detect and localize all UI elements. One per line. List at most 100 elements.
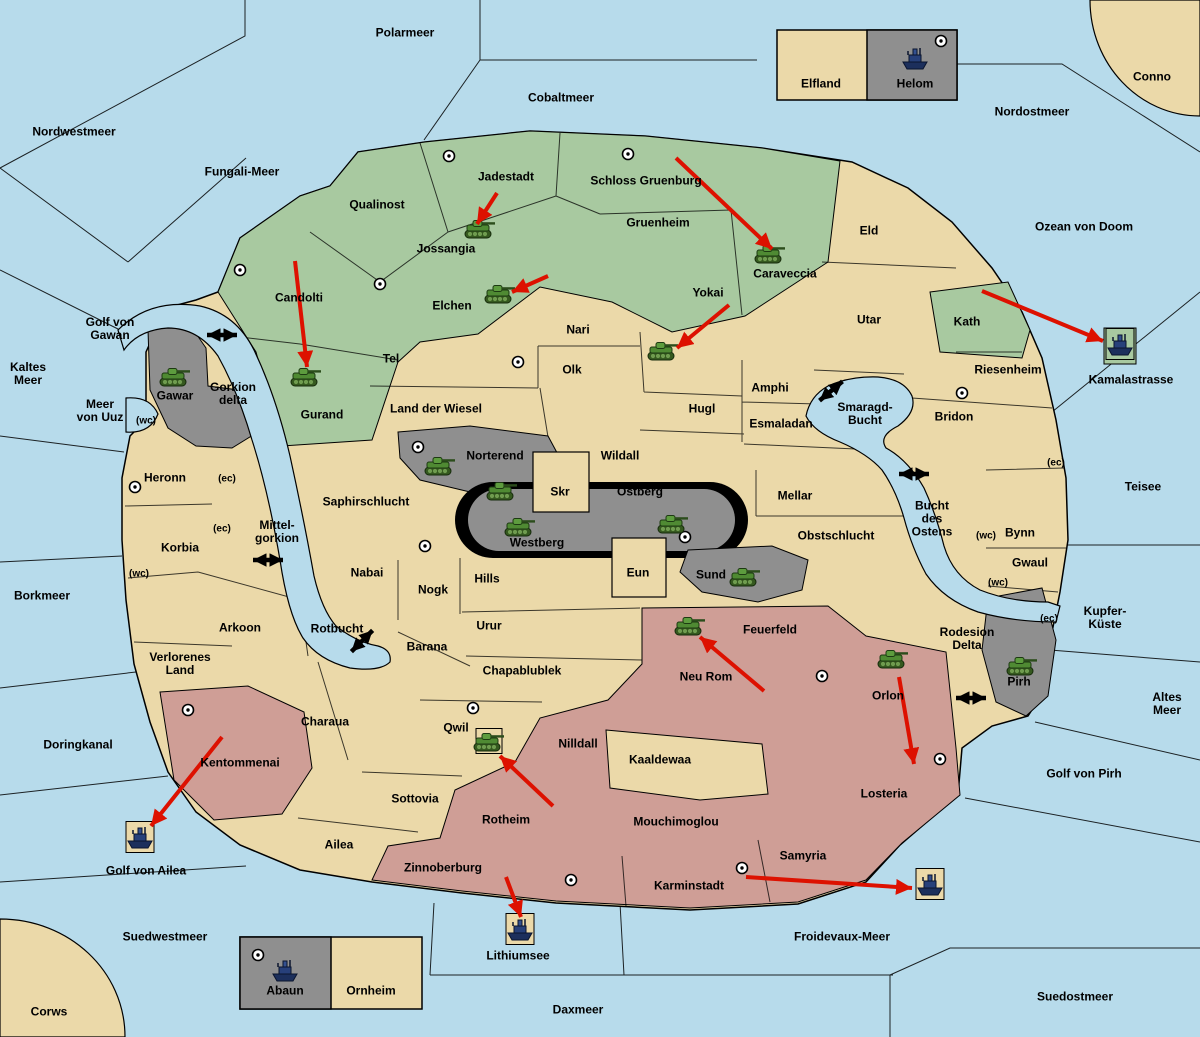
territory-label-chapablublek[interactable]: Chapablublek [482,663,562,678]
territory-label-gwaul[interactable]: Gwaul [1011,555,1049,570]
territory-label-kaaldewaa[interactable]: Kaaldewaa [628,752,692,767]
territory-label-korbia[interactable]: Korbia [160,540,200,555]
territory-label-schloss-gruenburg[interactable]: Schloss Gruenburg [590,173,702,188]
territory-label-land-der-wiesel[interactable]: Land der Wiesel [390,401,482,416]
ship-unit[interactable] [915,868,945,900]
territory-label-skr[interactable]: Skr [550,484,570,499]
sea-region-label-mittel-gorkion[interactable]: Mittel- gorkion [255,518,299,545]
territory-label-olk[interactable]: Olk [562,362,582,377]
territory-label-orlon[interactable]: Orlon [872,688,904,703]
territory-label-eun[interactable]: Eun [626,565,650,580]
sea-region-label-borkmeer[interactable]: Borkmeer [13,588,71,603]
ship-unit[interactable] [505,913,535,945]
sea-region-label-corws[interactable]: Corws [30,1004,68,1019]
territory-label-heronn[interactable]: Heronn [144,470,186,485]
territory-kaaldewaa-shape[interactable] [605,729,769,801]
territory-label-nari[interactable]: Nari [566,322,590,337]
territory-label-kath[interactable]: Kath [953,314,981,329]
territory-label-caraveccia[interactable]: Caraveccia [753,266,817,281]
territory-label-jadestadt[interactable]: Jadestadt [477,169,535,184]
sea-region-label-cobaltmeer[interactable]: Cobaltmeer [527,90,595,105]
sea-region-label-gorkion-delta[interactable]: Gorkion delta [209,380,257,407]
territory-label-zinnoberburg[interactable]: Zinnoberburg [404,860,482,875]
ship-unit[interactable] [1105,328,1135,360]
territory-label-gruenheim[interactable]: Gruenheim [626,215,690,230]
sea-region-label-golf-von-pirh[interactable]: Golf von Pirh [1046,766,1122,781]
territory-label-samyria[interactable]: Samyria [779,848,827,863]
territory-label-mouchimoglou[interactable]: Mouchimoglou [633,814,719,829]
territory-label-arkoon[interactable]: Arkoon [219,620,261,635]
territory-label-candolti[interactable]: Candolti [275,290,323,305]
sea-region-label-nordwestmeer[interactable]: Nordwestmeer [32,124,116,139]
sea-region-label-teisee[interactable]: Teisee [1124,479,1162,494]
territory-label-tel[interactable]: Tel [382,351,400,366]
sea-region-label-rodesion-delta[interactable]: Rodesion Delta [939,625,995,652]
territory-label-saphirschlucht[interactable]: Saphirschlucht [322,494,410,509]
territory-label-pirh[interactable]: Pirh [1007,674,1031,689]
territory-label-barana[interactable]: Barana [406,639,448,654]
island-corws[interactable] [0,918,126,1037]
territory-label-ailea[interactable]: Ailea [324,837,354,852]
territory-label-nabai[interactable]: Nabai [350,565,384,580]
territory-label-obstschlucht[interactable]: Obstschlucht [797,528,875,543]
territory-label-verlorenes-land[interactable]: Verlorenes Land [149,650,211,677]
sea-region-label-ozean-von-doom[interactable]: Ozean von Doom [1034,219,1134,234]
sea-region-label-meer-von-uuz[interactable]: Meer von Uuz [76,397,124,424]
territory-label-qwil[interactable]: Qwil [443,720,469,735]
territory-label-gawar[interactable]: Gawar [156,388,194,403]
sea-region-label-lithiumsee[interactable]: Lithiumsee [486,948,550,963]
territory-label-hugl[interactable]: Hugl [688,401,716,416]
sea-region-label-golf-von-gawan[interactable]: Golf von Gawan [85,315,135,342]
territory-label-bridon[interactable]: Bridon [934,409,974,424]
territory-label-qualinost[interactable]: Qualinost [349,197,405,212]
sea-region-label-altes-meer[interactable]: Altes Meer [1152,690,1182,717]
sea-region-label-froidevaux-meer[interactable]: Froidevaux-Meer [793,929,891,944]
territory-label-sund[interactable]: Sund [696,567,726,582]
sea-region-label-suedostmeer[interactable]: Suedostmeer [1036,989,1114,1004]
territory-label-westberg[interactable]: Westberg [509,535,565,550]
territory-label-helom[interactable]: Helom [896,76,934,91]
sea-region-label-doringkanal[interactable]: Doringkanal [43,737,113,752]
sea-region-label-kupfer-küste[interactable]: Kupfer- Küste [1083,604,1127,631]
territory-label-eld[interactable]: Eld [859,223,879,238]
sea-region-label-suedwestmeer[interactable]: Suedwestmeer [122,929,208,944]
territory-label-ornheim[interactable]: Ornheim [346,983,396,998]
territory-label-amphi[interactable]: Amphi [751,380,789,395]
territory-label-hills[interactable]: Hills [474,571,500,586]
island-conno[interactable] [1089,0,1200,117]
sea-region-label-bucht-des-ostens[interactable]: Bucht des Ostens [911,498,953,539]
territory-label-urur[interactable]: Urur [476,618,502,633]
territory-label-kentommenai[interactable]: Kentommenai [200,755,280,770]
territory-label-kamalastrasse[interactable]: Kamalastrasse [1088,372,1174,387]
territory-label-riesenheim[interactable]: Riesenheim [974,362,1042,377]
sea-region-label-rotbucht[interactable]: Rotbucht [310,621,364,636]
territory-label-karminstadt[interactable]: Karminstadt [653,878,725,893]
territory-label-rotheim[interactable]: Rotheim [482,812,530,827]
territory-label-abaun[interactable]: Abaun [266,983,304,998]
territory-label-bynn[interactable]: Bynn [1005,525,1035,540]
sea-region-label-kaltes-meer[interactable]: Kaltes Meer [9,360,47,387]
territory-label-esmaladan[interactable]: Esmaladan [749,416,813,431]
sea-region-label-polarmeer[interactable]: Polarmeer [375,25,435,40]
territory-eun-shape[interactable] [611,537,667,598]
territory-label-nogk[interactable]: Nogk [418,582,448,597]
territory-label-norterend[interactable]: Norterend [466,448,524,463]
ship-unit[interactable] [125,821,155,853]
territory-label-elfland[interactable]: Elfland [800,76,842,91]
territory-skr-shape[interactable] [532,451,590,513]
sea-region-label-fungali-meer[interactable]: Fungali-Meer [204,164,280,179]
territory-label-mellar[interactable]: Mellar [777,488,813,503]
territory-label-wildall[interactable]: Wildall [600,448,640,463]
territory-label-nilldall[interactable]: Nilldall [558,736,598,751]
tank-unit[interactable] [473,728,505,754]
sea-region-label-daxmeer[interactable]: Daxmeer [552,1002,604,1017]
territory-label-jossangia[interactable]: Jossangia [416,241,476,256]
territory-label-elchen[interactable]: Elchen [432,298,472,313]
sea-region-label-smaragd-bucht[interactable]: Smaragd- Bucht [837,400,893,427]
territory-label-yokai[interactable]: Yokai [692,285,724,300]
territory-label-feuerfeld[interactable]: Feuerfeld [742,622,798,637]
territory-label-sottovia[interactable]: Sottovia [391,791,439,806]
sea-region-label-nordostmeer[interactable]: Nordostmeer [994,104,1070,119]
sea-region-label-conno[interactable]: Conno [1133,69,1171,84]
territory-label-ostberg[interactable]: Ostberg [616,484,664,499]
